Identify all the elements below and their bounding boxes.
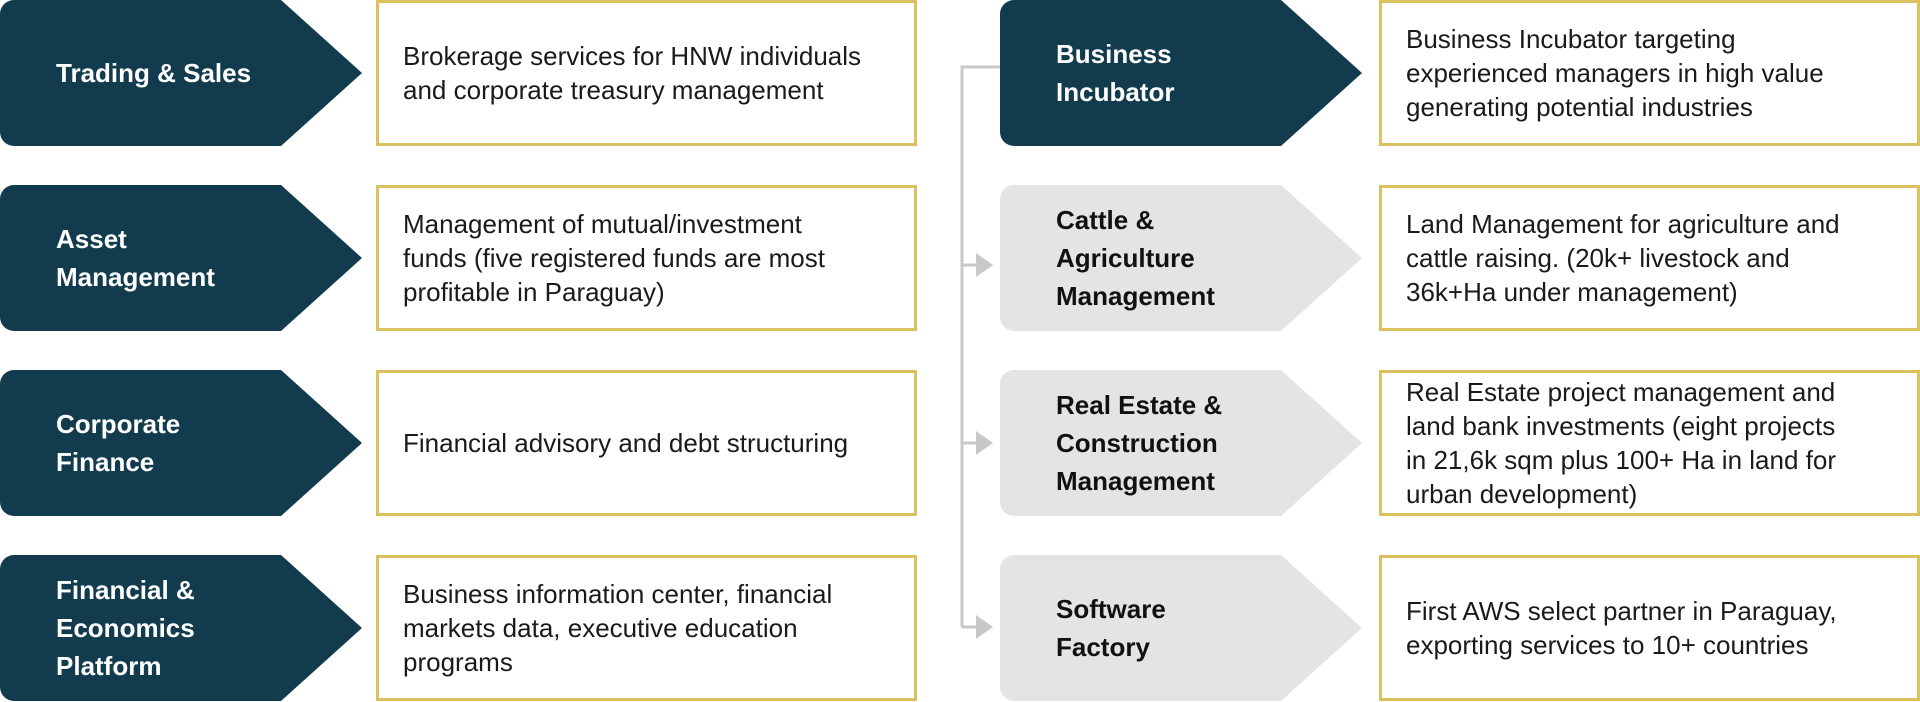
description-box-cattle-agriculture: Land Management for agriculture and catt… xyxy=(1379,185,1920,331)
description-text: Management of mutual/investment funds (f… xyxy=(403,209,825,307)
chevron-label: Financial & Economics Platform xyxy=(56,575,195,681)
description-box-software-factory: First AWS select partner in Paraguay, ex… xyxy=(1379,555,1920,701)
description-text: Brokerage services for HNW individuals a… xyxy=(403,41,862,105)
arrowhead-icon xyxy=(976,615,993,639)
description-text: Business information center, financial m… xyxy=(403,579,833,677)
description-text: First AWS select partner in Paraguay, ex… xyxy=(1406,596,1837,660)
description-box-corporate-finance: Financial advisory and debt structuring xyxy=(376,370,917,516)
chevron-real-estate-construction: Real Estate & Construction Management xyxy=(1000,370,1362,516)
chevron-trading-sales: Trading & Sales xyxy=(0,0,362,146)
chevron-label: Real Estate & Construction Management xyxy=(1056,390,1223,496)
chevron-cattle-agriculture: Cattle & Agriculture Management xyxy=(1000,185,1362,331)
description-text: Financial advisory and debt structuring xyxy=(403,428,849,458)
chevron-software-factory: Software Factory xyxy=(1000,555,1362,701)
description-box-financial-economics-platform: Business information center, financial m… xyxy=(376,555,917,701)
description-text: Land Management for agriculture and catt… xyxy=(1406,209,1840,307)
chevron-financial-economics-platform: Financial & Economics Platform xyxy=(0,555,362,701)
arrowhead-icon xyxy=(976,253,993,277)
chevron-label: Software Factory xyxy=(1056,594,1166,662)
description-text: Business Incubator targeting experienced… xyxy=(1406,24,1824,122)
chevron-business-incubator: Business Incubator xyxy=(1000,0,1362,146)
chevron-label: Business Incubator xyxy=(1056,39,1175,107)
description-box-business-incubator: Business Incubator targeting experienced… xyxy=(1379,0,1920,146)
description-box-trading-sales: Brokerage services for HNW individuals a… xyxy=(376,0,917,146)
connector-trunk xyxy=(960,65,1000,627)
chevron-label: Asset Management xyxy=(56,224,215,292)
chevron-label: Corporate Finance xyxy=(56,409,181,477)
chevron-label: Cattle & Agriculture Management xyxy=(1056,205,1215,311)
chevron-corporate-finance: Corporate Finance xyxy=(0,370,362,516)
arrowhead-icon xyxy=(976,431,993,455)
description-box-asset-management: Management of mutual/investment funds (f… xyxy=(376,185,917,331)
chevron-asset-management: Asset Management xyxy=(0,185,362,331)
description-box-real-estate-construction: Real Estate project management and land … xyxy=(1379,370,1920,516)
chevron-label: Trading & Sales xyxy=(56,58,252,88)
description-text: Real Estate project management and land … xyxy=(1406,377,1836,509)
